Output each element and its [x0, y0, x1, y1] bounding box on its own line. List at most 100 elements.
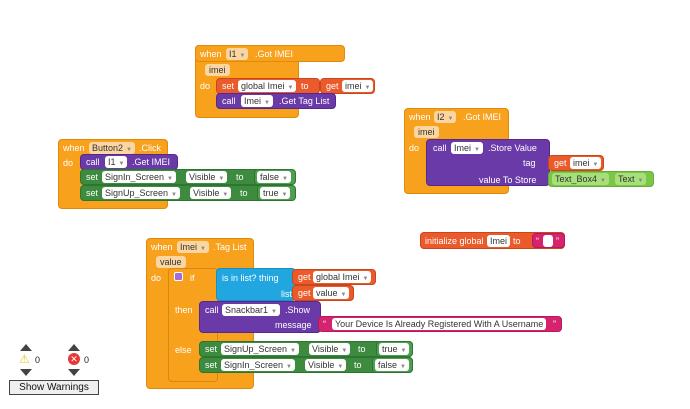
set-keyword: set	[205, 360, 218, 370]
dropdown-arrow-icon: ▼	[287, 85, 294, 91]
get-keyword: get	[298, 272, 311, 282]
dropdown-arrow-icon: ▼	[341, 348, 348, 354]
warning-nav-up-arrow[interactable]	[20, 344, 32, 351]
call-component-dropdown[interactable]: Imei▼	[451, 142, 483, 154]
variable-dropdown[interactable]: global Imei▼	[238, 80, 297, 92]
component-dropdown[interactable]: I2▼	[434, 111, 457, 123]
error-nav-down-arrow[interactable]	[68, 369, 80, 376]
component-dropdown[interactable]: I1▼	[226, 48, 249, 60]
get-keyword: get	[326, 81, 339, 91]
dropdown-arrow-icon: ▼	[282, 176, 288, 182]
property-dropdown[interactable]: Text▼	[615, 173, 647, 185]
event-param[interactable]: imei	[414, 126, 439, 138]
event-name: .Click	[139, 143, 161, 153]
dropdown-arrow-icon: ▼	[218, 176, 225, 182]
error-count: 0	[84, 355, 90, 365]
message-socket-label: message	[275, 320, 312, 330]
call-store-value-block[interactable]	[426, 139, 550, 186]
to-keyword: to	[358, 344, 366, 354]
dropdown-arrow-icon: ▼	[600, 178, 606, 184]
get-keyword: get	[298, 288, 311, 298]
event-param[interactable]: value	[156, 256, 186, 268]
list-socket-label: list	[281, 289, 292, 299]
dropdown-arrow-icon: ▼	[239, 53, 246, 59]
error-icon: ✕	[68, 353, 80, 365]
component-dropdown[interactable]: SignIn_Screen▼	[221, 359, 295, 371]
component-dropdown[interactable]: Imei▼	[177, 241, 209, 253]
property-dropdown[interactable]: Visible▼	[305, 359, 347, 371]
call-keyword: call	[86, 157, 100, 167]
dropdown-arrow-icon: ▼	[400, 364, 406, 370]
method-name: .Get IMEI	[132, 157, 171, 167]
dropdown-arrow-icon: ▼	[264, 100, 270, 106]
value-to-store-label: value To Store	[479, 175, 537, 185]
boolean-dropdown[interactable]: true▼	[379, 343, 410, 355]
message-text-field[interactable]: Your Device Is Already Registered With A…	[332, 318, 547, 330]
get-variable-dropdown[interactable]: imei▼	[570, 157, 602, 169]
when-keyword: when	[63, 143, 85, 153]
dropdown-arrow-icon: ▼	[290, 348, 296, 354]
boolean-dropdown[interactable]: true▼	[260, 187, 291, 199]
mutator-gear-icon[interactable]	[174, 272, 183, 281]
do-keyword: do	[151, 273, 162, 283]
call-component-dropdown[interactable]: I1▼	[105, 156, 128, 168]
dropdown-arrow-icon: ▼	[281, 192, 288, 198]
to-keyword: to	[236, 172, 244, 182]
event-param[interactable]: imei	[205, 64, 230, 76]
when-keyword: when	[409, 112, 431, 122]
get-keyword: get	[554, 158, 567, 168]
to-keyword: to	[354, 360, 362, 370]
do-keyword: do	[409, 143, 420, 153]
dropdown-arrow-icon: ▼	[286, 364, 292, 370]
component-dropdown[interactable]: Button2▼	[89, 142, 135, 154]
method-name: .Store Value	[488, 143, 537, 153]
dropdown-arrow-icon: ▼	[340, 292, 347, 298]
when-keyword: when	[200, 49, 222, 59]
quote-close-icon: ”	[553, 319, 556, 329]
method-name: .Get Tag List	[279, 96, 330, 106]
call-keyword: call	[222, 96, 236, 106]
global-name-field[interactable]: Imei	[487, 235, 511, 247]
property-dropdown[interactable]: Visible▼	[190, 187, 232, 199]
warning-nav-down-arrow[interactable]	[20, 369, 32, 376]
dropdown-arrow-icon: ▼	[637, 178, 644, 184]
method-name: .Show	[285, 305, 311, 315]
call-component-dropdown[interactable]: Imei▼	[241, 95, 273, 107]
property-dropdown[interactable]: Visible▼	[186, 171, 228, 183]
get-variable-dropdown[interactable]: value▼	[313, 287, 350, 299]
when-keyword: when	[151, 242, 173, 252]
dropdown-arrow-icon: ▼	[200, 246, 206, 252]
call-component-dropdown[interactable]: Snackbar1▼	[222, 304, 280, 316]
error-nav-up-arrow[interactable]	[68, 344, 80, 351]
dropdown-arrow-icon: ▼	[171, 192, 177, 198]
warning-count: 0	[35, 355, 41, 365]
dropdown-arrow-icon: ▼	[337, 364, 344, 370]
event-name: .Tag List	[213, 242, 247, 252]
property-dropdown[interactable]: Visible▼	[309, 343, 351, 355]
call-keyword: call	[205, 305, 219, 315]
dropdown-arrow-icon: ▼	[364, 85, 371, 91]
dropdown-arrow-icon: ▼	[271, 309, 277, 315]
get-variable-dropdown[interactable]: imei▼	[342, 80, 374, 92]
component-dropdown[interactable]: SignUp_Screen▼	[102, 187, 180, 199]
show-warnings-button[interactable]: Show Warnings	[9, 380, 99, 395]
to-keyword: to	[301, 81, 309, 91]
is-in-list-block[interactable]	[216, 268, 296, 301]
dropdown-arrow-icon: ▼	[592, 162, 599, 168]
component-dropdown[interactable]: SignIn_Screen▼	[102, 171, 176, 183]
component-dropdown[interactable]: SignUp_Screen▼	[221, 343, 299, 355]
set-keyword: set	[86, 172, 99, 182]
empty-text-field[interactable]	[543, 235, 553, 247]
boolean-dropdown[interactable]: false▼	[375, 359, 409, 371]
do-keyword: do	[200, 81, 211, 91]
set-keyword: set	[205, 344, 218, 354]
boolean-dropdown[interactable]: false▼	[257, 171, 291, 183]
textbox-dropdown[interactable]: Text_Box4▼	[552, 173, 609, 185]
get-variable-dropdown[interactable]: global Imei▼	[313, 271, 372, 283]
dropdown-arrow-icon: ▼	[400, 348, 407, 354]
warning-icon: ⚠	[19, 352, 30, 366]
event-name: .Got IMEI	[463, 112, 502, 122]
dropdown-arrow-icon: ▼	[126, 147, 132, 153]
then-keyword: then	[175, 305, 193, 315]
